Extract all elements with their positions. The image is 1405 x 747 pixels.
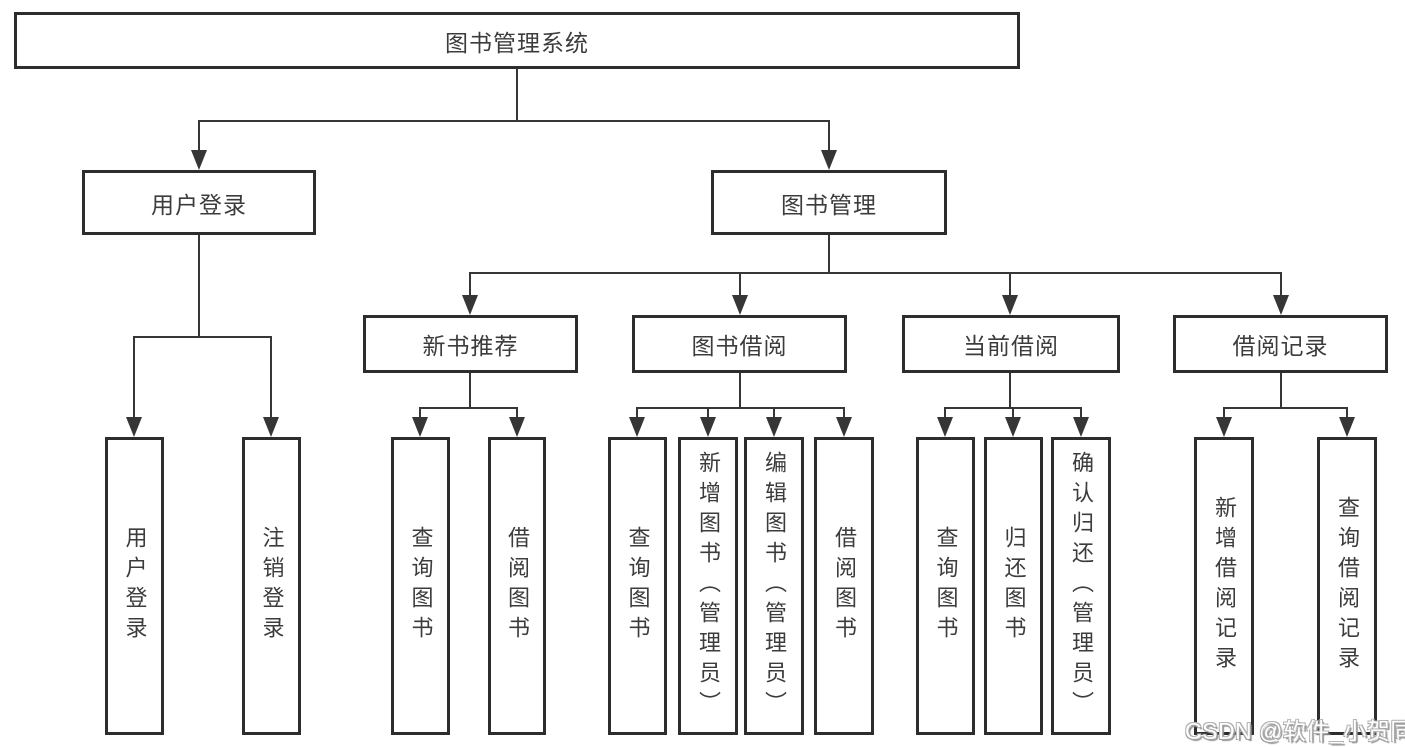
arrowhead-down-icon xyxy=(126,417,142,437)
node-label: 查询图书 xyxy=(933,526,959,646)
connector-line xyxy=(1009,272,1011,297)
arrowhead-down-icon xyxy=(766,417,782,437)
connector-line xyxy=(198,120,200,152)
node-label: 用户登录 xyxy=(151,191,247,218)
connector-line xyxy=(198,120,830,122)
connector-line xyxy=(270,336,272,419)
csdn-watermark: CSDN @软件_小贺同学 xyxy=(1185,718,1405,744)
connector-line xyxy=(1280,373,1282,409)
leaf-bb-borrow-books: 借阅图书 xyxy=(814,437,874,735)
node-label: 查询借阅记录 xyxy=(1335,496,1360,676)
connector-line xyxy=(1346,407,1348,419)
connector-line xyxy=(516,68,518,122)
arrowhead-down-icon xyxy=(629,417,645,437)
connector-line xyxy=(469,272,471,297)
connector-line xyxy=(828,120,830,152)
node-label: 归还图书 xyxy=(1001,526,1027,646)
connector-line xyxy=(828,235,830,274)
node-label: 借阅记录 xyxy=(1232,333,1329,359)
node-user-login: 用户登录 xyxy=(82,170,316,235)
connector-line xyxy=(516,407,518,419)
leaf-cb-confirm-return-admin: 确认归还（管理员） xyxy=(1051,437,1111,735)
arrowhead-down-icon xyxy=(1273,295,1289,315)
connector-line xyxy=(1009,373,1011,409)
connector-line xyxy=(469,373,471,409)
node-root-system: 图书管理系统 xyxy=(14,12,1020,69)
connector-line xyxy=(636,407,638,419)
arrowhead-down-icon xyxy=(1073,417,1089,437)
node-label: 借阅图书 xyxy=(832,526,857,646)
arrowhead-down-icon xyxy=(191,150,207,170)
node-label: 图书管理 xyxy=(781,191,877,218)
connector-line xyxy=(707,407,709,419)
node-label: 图书管理系统 xyxy=(445,29,589,56)
connector-line xyxy=(469,272,1282,274)
connector-line xyxy=(133,336,272,338)
node-label: 当前借阅 xyxy=(963,333,1059,359)
arrowhead-down-icon xyxy=(263,417,279,437)
leaf-cb-return-books: 归还图书 xyxy=(984,437,1043,735)
leaf-br-query-record: 查询借阅记录 xyxy=(1317,437,1377,735)
node-label: 新增图书（管理员） xyxy=(696,451,721,721)
leaf-nbr-borrow-books: 借阅图书 xyxy=(488,437,546,735)
connector-line xyxy=(1280,272,1282,297)
node-label: 注销登录 xyxy=(259,526,285,646)
leaf-br-add-record: 新增借阅记录 xyxy=(1194,437,1254,735)
arrowhead-down-icon xyxy=(937,417,953,437)
node-label: 新增借阅记录 xyxy=(1212,496,1237,676)
node-label: 编辑图书（管理员） xyxy=(762,451,787,721)
leaf-user-login: 用户登录 xyxy=(105,437,164,735)
connector-line xyxy=(1223,407,1348,409)
leaf-nbr-query-books: 查询图书 xyxy=(391,437,450,735)
node-label: 借阅图书 xyxy=(505,526,530,646)
connector-line xyxy=(739,373,741,409)
node-label: 查询图书 xyxy=(625,526,651,646)
node-label: 新书推荐 xyxy=(422,333,519,359)
connector-line xyxy=(133,336,135,419)
node-new-book-recommend: 新书推荐 xyxy=(363,315,578,373)
node-label: 用户登录 xyxy=(122,526,148,646)
leaf-bb-add-books-admin: 新增图书（管理员） xyxy=(678,437,738,735)
leaf-bb-edit-books-admin: 编辑图书（管理员） xyxy=(744,437,804,735)
arrowhead-down-icon xyxy=(700,417,716,437)
arrowhead-down-icon xyxy=(1339,417,1355,437)
arrowhead-down-icon xyxy=(509,417,525,437)
leaf-logout: 注销登录 xyxy=(242,437,301,735)
connector-line xyxy=(1223,407,1225,419)
node-label: 确认归还（管理员） xyxy=(1069,451,1094,721)
connector-line xyxy=(1080,407,1082,419)
connector-line xyxy=(1012,407,1014,419)
connector-line xyxy=(843,407,845,419)
arrowhead-down-icon xyxy=(1005,417,1021,437)
connector-line xyxy=(198,235,200,338)
node-current-borrowing: 当前借阅 xyxy=(902,315,1120,373)
arrowhead-down-icon xyxy=(732,295,748,315)
connector-line xyxy=(739,272,741,297)
arrowhead-down-icon xyxy=(821,150,837,170)
arrowhead-down-icon xyxy=(1216,417,1232,437)
connector-line xyxy=(419,407,421,419)
connector-line xyxy=(419,407,518,409)
connector-line xyxy=(636,407,844,409)
connector-line xyxy=(773,407,775,419)
node-book-management: 图书管理 xyxy=(711,170,947,235)
arrowhead-down-icon xyxy=(1002,295,1018,315)
node-borrowing-records: 借阅记录 xyxy=(1173,315,1388,373)
leaf-cb-query-books: 查询图书 xyxy=(916,437,975,735)
node-label: 图书借阅 xyxy=(691,333,788,359)
arrowhead-down-icon xyxy=(462,295,478,315)
node-label: 查询图书 xyxy=(408,526,434,646)
node-book-borrowing: 图书借阅 xyxy=(632,315,847,373)
connector-line xyxy=(944,407,946,419)
leaf-bb-query-books: 查询图书 xyxy=(608,437,667,735)
arrowhead-down-icon xyxy=(836,417,852,437)
arrowhead-down-icon xyxy=(412,417,428,437)
